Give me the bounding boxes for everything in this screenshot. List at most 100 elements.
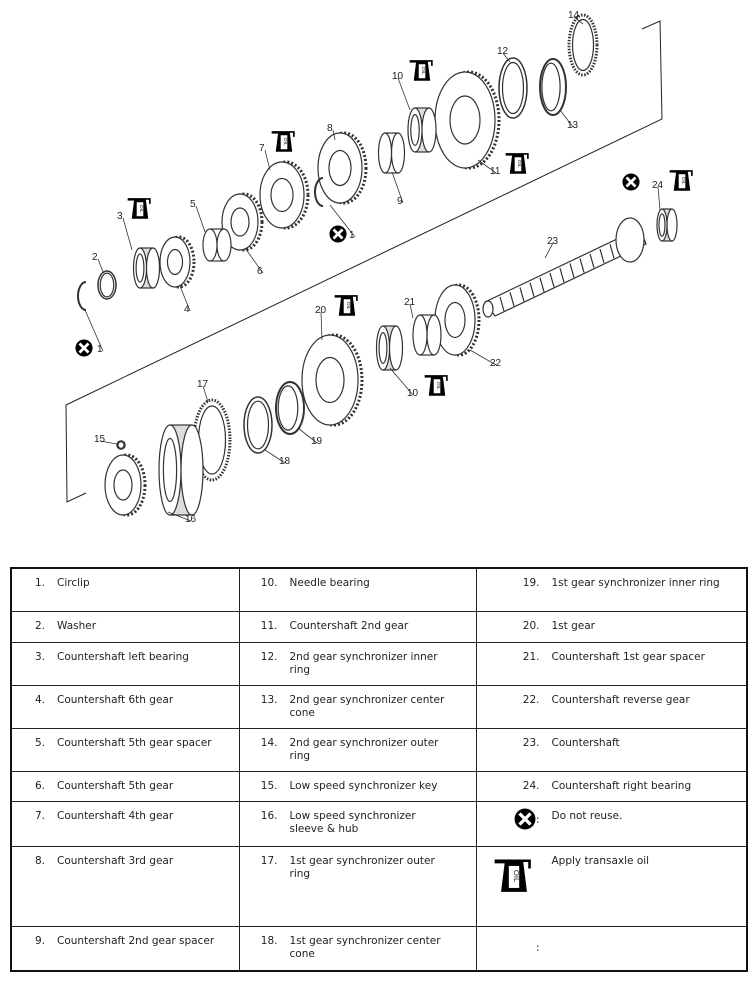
table-cell: :Apply transaxle oil — [475, 845, 748, 954]
leader-line — [391, 171, 404, 204]
inner-ring-19 — [275, 381, 305, 435]
gear-11 — [434, 70, 501, 170]
frame-lines — [65, 20, 663, 503]
part-number: 6. — [34, 779, 45, 792]
table-row: 3. Countershaft left bearing 12.2nd gear s… — [10, 641, 748, 686]
leader-line — [329, 204, 356, 238]
callout-number: 16 — [185, 514, 197, 525]
gear-6 — [221, 192, 264, 252]
table-cell: 3. Countershaft left bearing — [10, 641, 240, 686]
table-cell: 13.2nd gear synchronizer center cone — [238, 684, 477, 729]
leader-line — [244, 247, 264, 274]
part-name: Countershaft right bearing — [551, 779, 692, 792]
part-number: 2. — [34, 619, 45, 632]
callout-number: 13 — [567, 120, 579, 131]
circlip-1b — [314, 177, 324, 207]
callout-number: 1 — [349, 230, 355, 241]
table-cell: 19.1st gear synchronizer inner ring — [475, 567, 748, 612]
table-cell: 11.Countershaft 2nd gear — [238, 610, 477, 643]
callout-number: 7 — [259, 143, 265, 154]
part-name: Countershaft reverse gear — [551, 693, 690, 706]
needle-bearing-10a — [407, 107, 437, 153]
table-cell: 8.Countershaft 3rd gear — [10, 845, 240, 927]
callout-number: 15 — [94, 434, 106, 445]
sleeve-16 — [158, 424, 204, 516]
part-name: Circlip — [57, 577, 90, 589]
legend-symbol-text: Do not reuse. — [551, 809, 623, 822]
callout-number: 1 — [97, 344, 103, 355]
table-cell: 5.Countershaft 5th gear spacer — [10, 727, 240, 772]
callout-number: 21 — [404, 297, 416, 308]
callout-number: 5 — [190, 199, 196, 210]
part-name: 2nd gear synchronizer inner ring — [289, 650, 438, 676]
legend-symbol-text: Apply transaxle oil — [551, 854, 650, 867]
leader-line — [559, 109, 574, 128]
part-number: 3. — [34, 650, 45, 663]
table-row: 2. Washer 11.Countershaft 2nd gear 20. 1st g… — [10, 610, 748, 643]
part-name: Washer — [57, 619, 97, 632]
spacer-5 — [202, 228, 232, 262]
oil-can-icon — [492, 890, 536, 902]
callout-number: 8 — [327, 123, 333, 134]
center-cone-13 — [539, 58, 567, 116]
part-number: 5. — [34, 736, 45, 749]
spacer-9 — [377, 132, 406, 174]
gear-20 — [301, 333, 364, 427]
table-cell: 12.2nd gear synchronizer inner ring — [238, 641, 477, 686]
spacer-21 — [412, 314, 442, 356]
table-cell: 24.Countershaft right bearing — [475, 770, 748, 802]
callout-number: 20 — [315, 305, 327, 316]
callout-number: 18 — [279, 456, 291, 467]
exploded-countershaft-diagram: OIL 141213101187915326412423212220101719… — [65, 10, 693, 525]
circlip-1a — [77, 281, 87, 311]
table-cell: 2. Washer — [10, 610, 240, 643]
outer-ring-14 — [567, 13, 599, 77]
part-number: 10. — [260, 577, 278, 589]
part-name: 1st gear — [551, 619, 595, 632]
colon: : — [535, 813, 540, 826]
part-number: 22. — [522, 693, 540, 706]
part-number: 20. — [522, 619, 540, 632]
leader-line — [469, 349, 497, 366]
needle-bearing-10b — [375, 325, 404, 371]
part-number: 7. — [34, 809, 45, 822]
table-cell: 10.Needle bearing — [238, 567, 477, 612]
callout-number: 2 — [92, 252, 98, 263]
table-cell: : Do not reuse. — [475, 800, 748, 847]
leader-line — [179, 285, 191, 312]
table-cell: 9.Countershaft 2nd gear spacer — [10, 925, 240, 972]
part-number: 21. — [522, 650, 540, 663]
oil-can-icon — [669, 170, 693, 191]
table-cell — [475, 925, 748, 972]
table-cell: 4.Countershaft 6th gear — [10, 684, 240, 729]
callout-number: 23 — [547, 236, 559, 247]
center-cone-18 — [243, 396, 273, 454]
leader-line — [409, 303, 414, 319]
part-name: 1st gear synchronizer outer ring — [289, 854, 435, 880]
leader-line — [573, 16, 584, 25]
part-number: 13. — [260, 693, 278, 706]
part-name: Countershaft left bearing — [57, 650, 189, 663]
callout-number: 6 — [257, 266, 263, 277]
callout-number: 22 — [490, 358, 502, 369]
callout-number: 11 — [490, 166, 501, 177]
part-name: Countershaft 3rd gear — [57, 854, 174, 867]
table-cell: 17.1st gear synchronizer outer ring — [238, 845, 477, 927]
do-not-reuse-icon — [75, 339, 93, 357]
part-name: Countershaft 6th gear — [57, 693, 174, 706]
leader-line — [97, 258, 104, 273]
oil-can-icon — [424, 375, 448, 396]
part-name: Low speed synchronizer key — [289, 779, 438, 792]
do-not-reuse-icon — [329, 225, 347, 243]
gear-22 — [434, 283, 481, 357]
part-name: Countershaft 2nd gear — [289, 619, 409, 632]
leader-line — [195, 205, 206, 233]
leader-line — [502, 52, 511, 63]
leader-line — [202, 385, 209, 403]
do-not-reuse-icon — [622, 173, 640, 191]
